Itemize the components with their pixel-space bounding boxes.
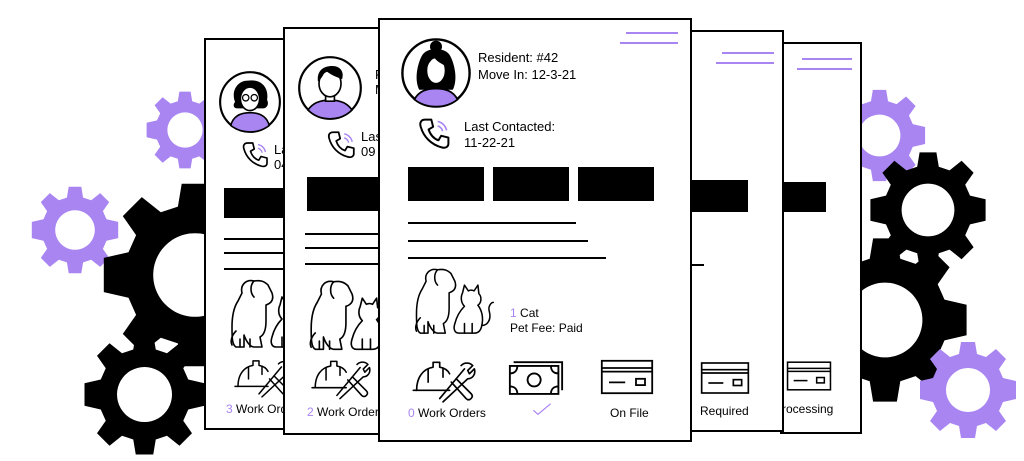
work-orders-summary: 3 Work Orde: [226, 402, 294, 416]
redacted-field: [493, 167, 569, 201]
pet-type: Cat: [520, 306, 539, 320]
redacted-field: [578, 167, 654, 201]
work-orders-count: 2: [307, 405, 314, 419]
accent-line: [620, 42, 678, 44]
credit-card-icon: [600, 358, 654, 396]
resident-avatar: [297, 55, 363, 121]
redacted-field: [782, 182, 826, 212]
accent-line: [722, 52, 774, 54]
text-line: [408, 257, 606, 259]
resident-avatar: [218, 70, 282, 134]
payment-status: Required: [700, 404, 749, 418]
pet-count: 1: [510, 306, 517, 320]
work-orders-label: Work Orders: [418, 406, 486, 420]
gear-icon: [918, 340, 1018, 440]
text-line: [408, 240, 588, 242]
work-orders-label: Work Orde: [236, 402, 294, 416]
move-in-date: Move In: 12-3-21: [478, 67, 577, 82]
text-line: [305, 247, 403, 249]
last-contacted-label: Last Contacted:: [464, 119, 556, 134]
redacted-field: [690, 180, 748, 212]
payment-status: rocessing: [782, 402, 834, 416]
resident-card-back-right-far: rocessing: [780, 42, 862, 434]
credit-card-icon: [700, 360, 750, 396]
last-contacted-date: 11-22-21: [464, 135, 516, 150]
resident-card-front: Resident: #42 Move In: 12-3-21 Last Cont…: [378, 18, 692, 442]
accent-line: [626, 32, 678, 34]
phone-icon: [325, 129, 357, 161]
text-line: [305, 263, 403, 265]
text-line: [305, 233, 403, 235]
last-contacted-date: 09: [361, 144, 376, 159]
hardhat-and-wrench-icon: [309, 355, 371, 401]
work-orders-summary: 2 Work Order: [307, 405, 379, 419]
payment-status: On File: [610, 406, 649, 420]
resident-card-back-right: Required: [688, 30, 784, 432]
accent-line: [802, 58, 852, 60]
hardhat-and-wrench-icon: [410, 356, 476, 404]
resident-avatar: [400, 37, 472, 109]
cash-bill-icon: [508, 360, 564, 398]
work-orders-label: Work Order: [317, 405, 379, 419]
accent-line: [716, 62, 774, 64]
dog-and-cat-icon: [406, 264, 498, 336]
text-line: [408, 222, 576, 224]
text-line: [690, 264, 704, 266]
accent-line: [797, 68, 852, 70]
phone-icon: [416, 116, 452, 152]
work-orders-count: 3: [226, 402, 233, 416]
phone-icon: [240, 140, 270, 170]
work-orders-summary: 0 Work Orders: [408, 406, 486, 420]
last-contacted-label: Las: [361, 129, 382, 144]
redacted-field: [408, 167, 484, 201]
checkmark-icon: [532, 402, 552, 416]
resident-id: Resident: #42: [478, 50, 559, 65]
pet-fee-status: Pet Fee: Paid: [510, 321, 583, 335]
pet-summary: 1 Cat: [510, 306, 539, 320]
work-orders-count: 0: [408, 406, 415, 420]
gear-icon: [82, 332, 207, 457]
credit-card-icon: [786, 359, 832, 393]
